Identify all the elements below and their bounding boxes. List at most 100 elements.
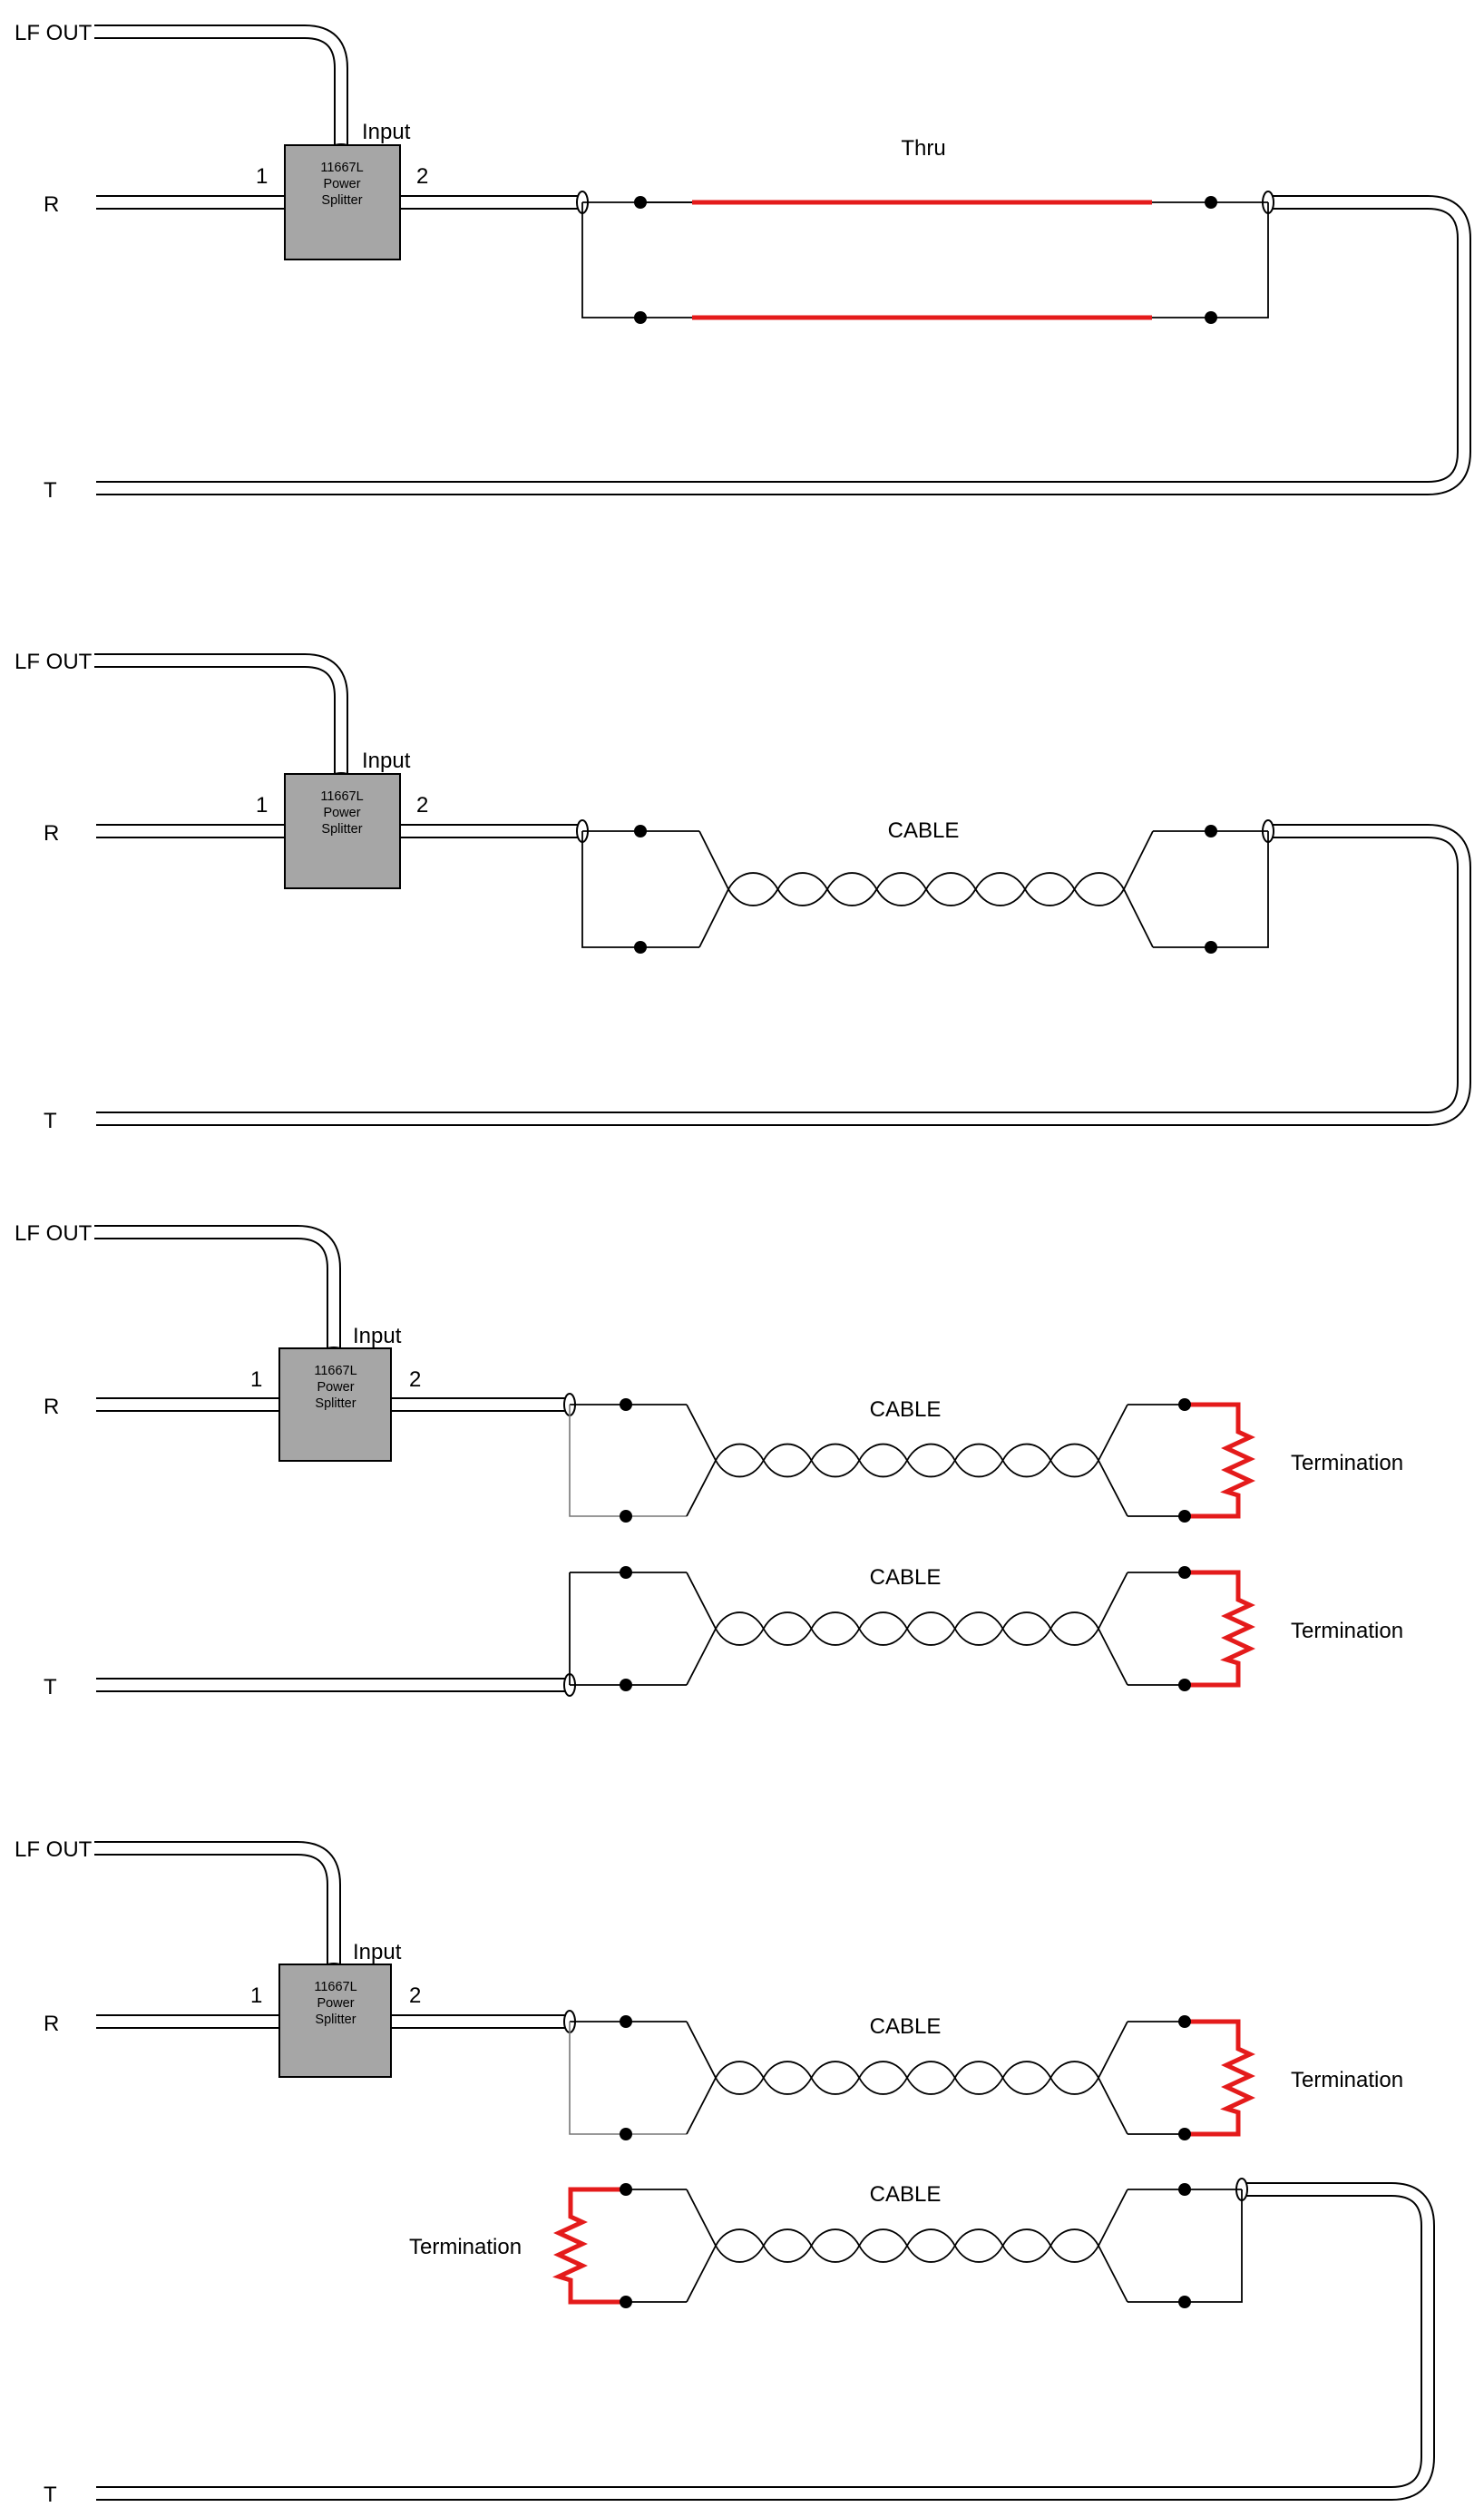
twisted-pair-strand: [698, 888, 729, 948]
splitter-model-text: 11667L: [314, 1364, 356, 1378]
port-2-label: 2: [409, 1983, 421, 2008]
t-label: T: [44, 1109, 57, 1133]
connection-dots: [620, 2015, 1191, 2308]
input-label: Input: [353, 1324, 402, 1348]
twisted-pair-strand: [715, 1611, 1099, 1646]
twisted-pair-strand: [686, 2189, 717, 2247]
twisted-pair-strand: [1123, 830, 1154, 890]
splitter-name-text: Splitter: [315, 2013, 356, 2027]
termination-label-lower: Termination: [1291, 1619, 1403, 1643]
lf-out-label: LF OUT: [15, 650, 93, 674]
power-splitter: 11667L Power Splitter: [278, 1347, 392, 1462]
coax-cables: [94, 1225, 570, 1692]
termination-resistor-lower: [1185, 1570, 1255, 1688]
cable-label-lower: CABLE: [870, 2182, 942, 2207]
splitter-power-text: Power: [317, 1380, 354, 1395]
twisted-pair-strand: [1098, 1572, 1128, 1630]
twisted-pair-cable-lower: [686, 2189, 1128, 2303]
twisted-pair-strand: [686, 1404, 717, 1461]
coax-cables: [94, 24, 1471, 495]
lf-out-label: LF OUT: [15, 1221, 93, 1246]
twisted-pair-strand: [686, 1460, 717, 1517]
splitter-name-text: Splitter: [321, 193, 362, 208]
twisted-pair-strand: [686, 2077, 717, 2135]
twisted-pair-strand: [1098, 2021, 1128, 2079]
twisted-pair-strand: [1123, 888, 1154, 948]
termination-resistor-upper: [1185, 1402, 1255, 1519]
twisted-pair-strand: [1098, 1628, 1128, 1686]
termination-resistor-left: [552, 2187, 626, 2305]
panel-thru: 11667L Power Splitter LF OUT R T Input 1: [15, 21, 1471, 503]
splitter-model-text: 11667L: [320, 789, 363, 804]
fixture-wiring: [581, 200, 1269, 320]
twisted-pair-strand: [1098, 1404, 1128, 1461]
connection-dots: [620, 1398, 1191, 1691]
termination-label-right: Termination: [1291, 2068, 1403, 2092]
input-label: Input: [362, 120, 411, 144]
splitter-model-text: 11667L: [314, 1980, 356, 1994]
twisted-pair-strand: [1098, 1460, 1128, 1517]
twisted-pair-strand: [1098, 2245, 1128, 2303]
port-2-label: 2: [416, 793, 428, 818]
port-2-label: 2: [416, 164, 428, 189]
power-splitter: 11667L Power Splitter: [284, 773, 401, 889]
twisted-pair-strand: [686, 1628, 717, 1686]
twisted-pair-strand: [1098, 2189, 1128, 2247]
cable-end-caps: [278, 1963, 1248, 2201]
input-label: Input: [353, 1940, 402, 1964]
twisted-pair-cable-upper: [686, 2021, 1128, 2135]
input-label: Input: [362, 749, 411, 773]
lf-out-label: LF OUT: [15, 21, 93, 45]
r-label: R: [44, 1395, 59, 1419]
twisted-pair-cable-upper: [686, 1404, 1128, 1517]
fixture-wiring: [569, 1404, 1185, 1686]
port-1-label: 1: [250, 1983, 262, 2008]
coax-cables: [94, 653, 1471, 1126]
panel-cable-loop: 11667L Power Splitter LF OUT R T Input 1…: [15, 650, 1471, 1133]
t-label: T: [44, 1675, 57, 1699]
t-label: T: [44, 478, 57, 503]
splitter-power-text: Power: [323, 177, 360, 191]
splitter-power-text: Power: [317, 1996, 354, 2011]
twisted-pair-strand: [715, 2228, 1099, 2263]
twisted-pair-strand: [1098, 2077, 1128, 2135]
termination-label-upper: Termination: [1291, 1451, 1403, 1475]
twisted-pair-strand: [715, 2061, 1099, 2095]
port-1-label: 1: [250, 1367, 262, 1392]
twisted-pair-cable-lower: [686, 1572, 1128, 1686]
connection-dots: [634, 196, 1217, 324]
r-label: R: [44, 192, 59, 217]
twisted-pair-strand: [686, 2245, 717, 2303]
splitter-name-text: Splitter: [321, 822, 362, 837]
panel-terminated: 11667L Power Splitter: [15, 1221, 1403, 1699]
power-splitter: 11667L Power Splitter: [284, 144, 401, 260]
cable-label: CABLE: [888, 818, 960, 843]
termination-label-left: Termination: [409, 2235, 522, 2259]
cable-label-lower: CABLE: [870, 1565, 942, 1590]
cable-label-upper: CABLE: [870, 1397, 942, 1422]
termination-resistor-upper: [1185, 2019, 1255, 2137]
r-label: R: [44, 2012, 59, 2036]
panel-cross-terminated: 11667L Power Splitter: [15, 1837, 1435, 2507]
fixture-wiring: [569, 2021, 1243, 2303]
power-splitter: 11667L Power Splitter: [278, 1964, 392, 2078]
thru-label: Thru: [901, 136, 945, 161]
lf-out-label: LF OUT: [15, 1837, 93, 1862]
twisted-pair-strand: [727, 872, 1125, 906]
splitter-model-text: 11667L: [320, 161, 363, 175]
twisted-pair-strand: [715, 1443, 1099, 1478]
port-2-label: 2: [409, 1367, 421, 1392]
connection-dots: [634, 825, 1217, 954]
twisted-pair-cable: [698, 830, 1154, 948]
port-1-label: 1: [256, 164, 268, 189]
splitter-power-text: Power: [323, 806, 360, 820]
splitter-name-text: Splitter: [315, 1396, 356, 1411]
coax-cables: [94, 1841, 1435, 2501]
twisted-pair-strand: [686, 1572, 717, 1630]
t-label: T: [44, 2483, 57, 2507]
cable-label-upper: CABLE: [870, 2014, 942, 2039]
twisted-pair-strand: [686, 2021, 717, 2079]
twisted-pair-strand: [698, 830, 729, 890]
port-1-label: 1: [256, 793, 268, 818]
